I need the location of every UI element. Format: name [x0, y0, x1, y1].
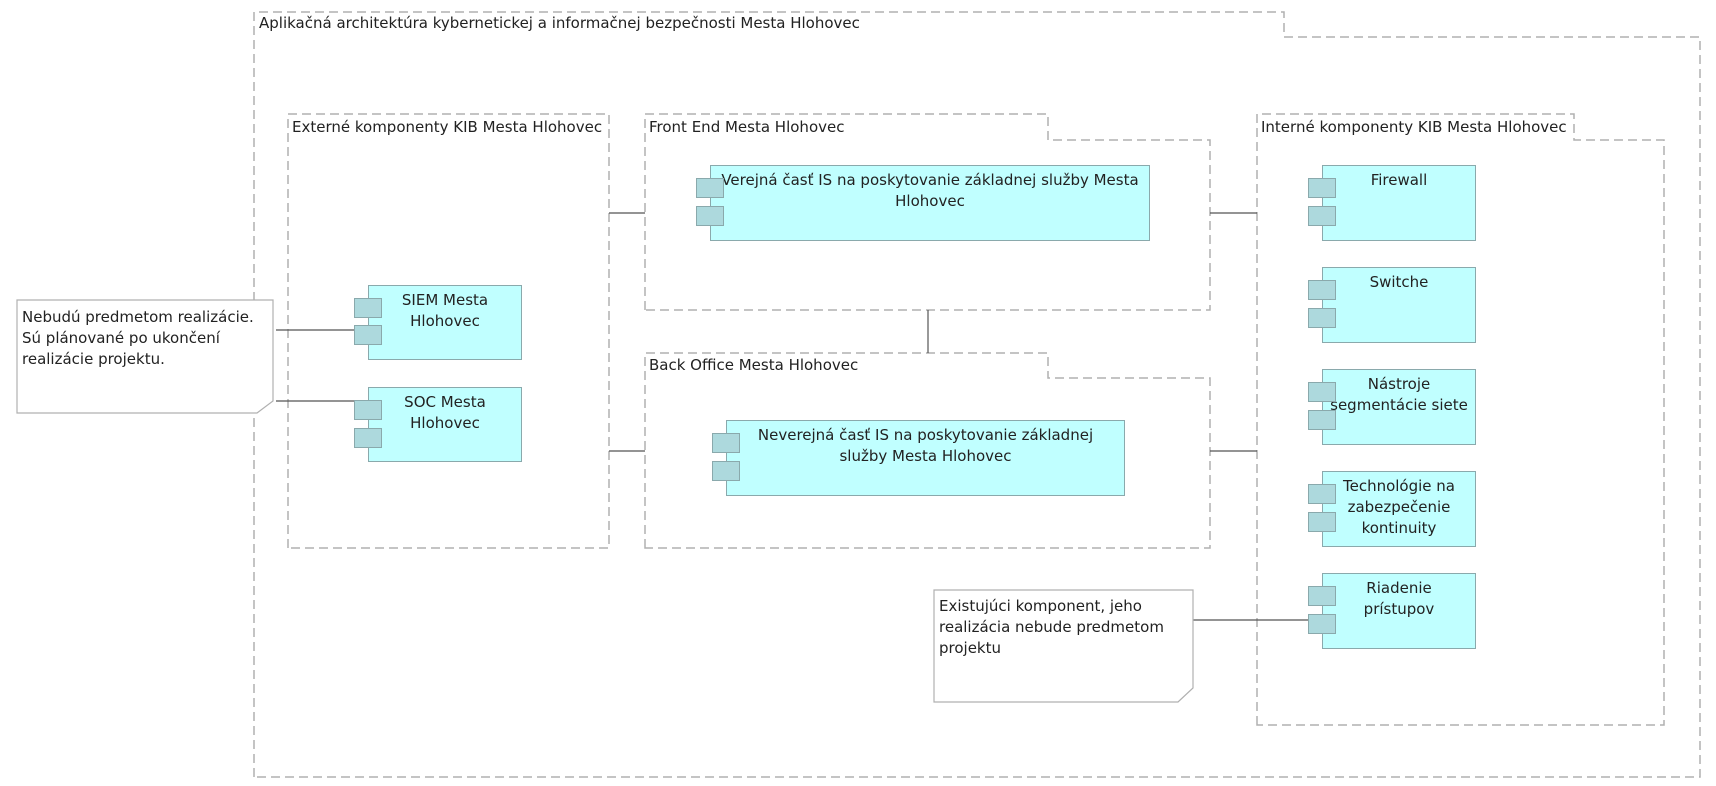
component-tab	[696, 206, 724, 226]
component-tab	[354, 325, 382, 345]
component-tab	[1308, 512, 1336, 532]
component-nastroje-segmentacie[interactable]: Nástroje segmentácie siete	[1322, 369, 1476, 445]
component-verejna-cast[interactable]: Verejná časť IS na poskytovanie základne…	[710, 165, 1150, 241]
component-tab	[1308, 614, 1336, 634]
component-tab	[1308, 484, 1336, 504]
component-label: Firewall	[1370, 171, 1428, 189]
component-neverejna-cast[interactable]: Neverejná časť IS na poskytovanie základ…	[726, 420, 1125, 496]
component-riadenie-pristupov[interactable]: Riadenie prístupov	[1322, 573, 1476, 649]
frontend-group-frame	[644, 113, 1211, 311]
internal-group-frame	[1256, 113, 1665, 726]
component-label: SOC Mesta Hlohovec	[404, 393, 486, 432]
external-note-text: Nebudú predmetom realizácie. Sú plánovan…	[22, 308, 254, 368]
component-tab	[712, 461, 740, 481]
component-tab	[1308, 206, 1336, 226]
external-group-title: Externé komponenty KIB Mesta Hlohovec	[292, 118, 603, 136]
component-label: Neverejná časť IS na poskytovanie základ…	[757, 426, 1094, 465]
component-tab	[712, 433, 740, 453]
component-label: Nástroje segmentácie siete	[1330, 375, 1468, 414]
component-tab	[1308, 308, 1336, 328]
component-soc[interactable]: SOC Mesta Hlohovec	[368, 387, 522, 462]
component-tab	[1308, 410, 1336, 430]
component-tab	[1308, 586, 1336, 606]
component-technologie-kontinuity[interactable]: Technológie na zabezpečenie kontinuity	[1322, 471, 1476, 547]
frontend-group-title: Front End Mesta Hlohovec	[649, 118, 845, 136]
component-tab	[354, 428, 382, 448]
component-switche[interactable]: Switche	[1322, 267, 1476, 343]
component-label: Switche	[1369, 273, 1429, 291]
component-label: SIEM Mesta Hlohovec	[401, 291, 489, 330]
backoffice-group-frame	[644, 352, 1211, 549]
component-tab	[696, 178, 724, 198]
backoffice-group-title: Back Office Mesta Hlohovec	[649, 356, 859, 374]
existing-note-text: Existujúci komponent, jeho realizácia ne…	[939, 597, 1164, 657]
component-tab	[354, 298, 382, 318]
component-label: Technológie na zabezpečenie kontinuity	[1342, 477, 1455, 537]
component-tab	[1308, 280, 1336, 300]
external-note-shape	[16, 299, 274, 414]
internal-group-title: Interné komponenty KIB Mesta Hlohovec	[1261, 118, 1567, 136]
component-label: Verejná časť IS na poskytovanie základne…	[721, 171, 1139, 210]
external-group-frame	[287, 113, 610, 549]
component-tab	[354, 400, 382, 420]
component-firewall[interactable]: Firewall	[1322, 165, 1476, 241]
outer-group-frame	[253, 11, 1701, 778]
existing-note-shape	[933, 589, 1194, 703]
component-tab	[1308, 178, 1336, 198]
component-siem[interactable]: SIEM Mesta Hlohovec	[368, 285, 522, 360]
component-tab	[1308, 382, 1336, 402]
component-label: Riadenie prístupov	[1363, 579, 1435, 618]
outer-group-title: Aplikačná architektúra kybernetickej a i…	[259, 14, 860, 32]
